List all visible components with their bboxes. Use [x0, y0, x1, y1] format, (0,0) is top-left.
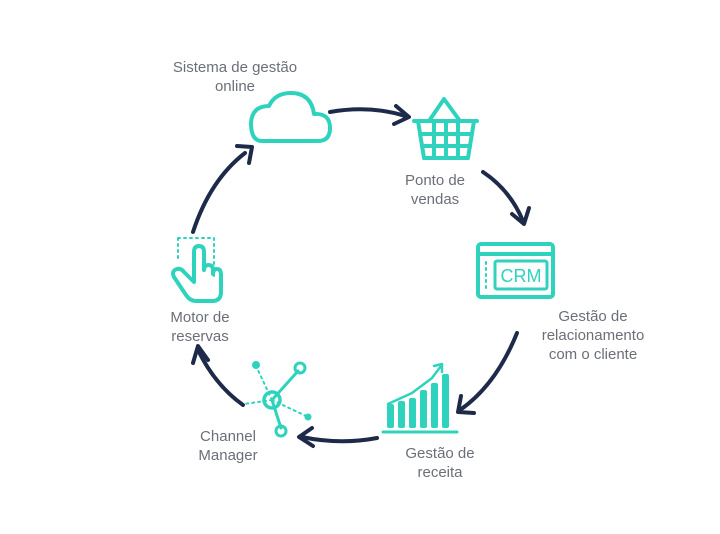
label-sistema: Sistema de gestão online: [150, 58, 320, 96]
label-line: com o cliente: [548, 346, 638, 363]
label-channel: Channel Manager: [178, 427, 278, 465]
bar-chart-trend-icon: [381, 362, 459, 434]
cloud-icon: [249, 91, 332, 143]
label-line: Channel: [200, 428, 256, 445]
arrow-sistema-to-ponto: [328, 104, 411, 126]
label-line: relacionamento: [541, 327, 645, 344]
label-line: vendas: [410, 191, 460, 208]
label-receita: Gestão de receita: [385, 444, 495, 482]
shopping-basket-icon: [412, 97, 479, 160]
arrow-receita-to-channel: [297, 426, 379, 448]
label-motor: Motor de reservas: [150, 308, 250, 346]
arrow-motor-to-sistema: [191, 144, 254, 234]
label-line: reservas: [171, 328, 229, 345]
network-nodes-icon: [243, 361, 312, 438]
label-ponto: Ponto de vendas: [380, 171, 490, 209]
label-crm: Gestão de relacionamento com o cliente: [518, 307, 668, 364]
crm-window-icon: CRM: [476, 242, 555, 299]
crm-icon-text: CRM: [501, 266, 542, 286]
label-line: Sistema de gestão: [172, 59, 298, 76]
hand-pointer-click-icon: [171, 237, 223, 303]
label-line: Gestão de: [558, 308, 628, 325]
arrow-crm-to-receita: [456, 331, 519, 415]
label-line: receita: [417, 464, 463, 481]
arrow-ponto-to-crm: [481, 170, 531, 226]
label-line: online: [214, 78, 256, 95]
label-line: Gestão de: [405, 445, 475, 462]
label-line: Manager: [198, 447, 258, 464]
arrow-channel-to-motor: [191, 344, 245, 407]
label-line: Motor de: [170, 309, 230, 326]
label-line: Ponto de: [404, 172, 466, 189]
